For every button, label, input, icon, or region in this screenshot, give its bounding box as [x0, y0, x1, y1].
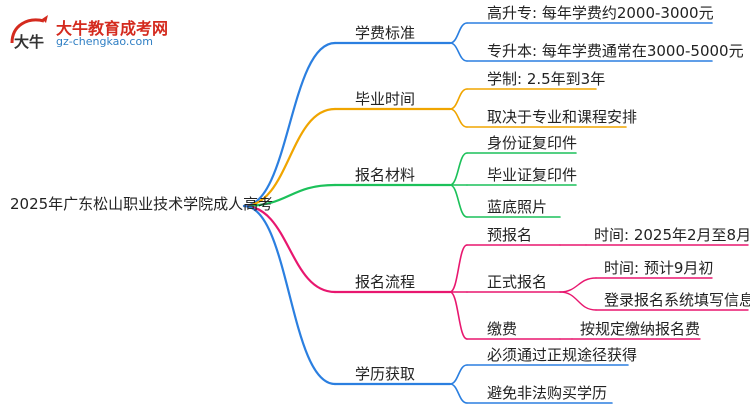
leaf-connector	[449, 244, 468, 293]
branch-label: 报名流程	[355, 273, 416, 291]
branch-label: 学费标准	[355, 24, 416, 42]
leaf-label: 蓝底照片	[487, 198, 548, 216]
leaf-connector	[449, 184, 468, 218]
mindmap-root: 2025年广东松山职业技术学院成人高考	[10, 195, 274, 213]
logo-title: 大牛教育成考网	[56, 19, 169, 38]
leaf-connector	[449, 108, 468, 128]
subleaf-connector	[559, 291, 597, 311]
branch-label: 报名材料	[355, 166, 416, 184]
logo-mark-text: 大牛	[14, 33, 44, 51]
subleaf-label: 时间: 预计9月初	[604, 259, 714, 277]
leaf-label: 毕业证复印件	[487, 166, 578, 184]
leaf-label: 专升本: 每年学费通常在3000-5000元	[487, 42, 744, 60]
leaf-label: 必须通过正规途径获得	[487, 346, 638, 364]
branch-connector	[242, 204, 337, 294]
leaf-label: 避免非法购买学历	[487, 384, 608, 402]
subleaf-label: 登录报名系统填写信息	[604, 291, 750, 309]
branch-label: 学历获取	[355, 365, 416, 383]
branch-connector	[242, 107, 337, 208]
branch-connector	[242, 41, 337, 208]
site-logo[interactable]: 大牛 大牛教育成考网 gz-chengkao.com	[8, 13, 168, 55]
leaf-label: 身份证复印件	[487, 134, 578, 152]
leaf-connector	[449, 88, 468, 110]
leaf-connector	[449, 364, 468, 385]
bull-logo-icon: 大牛	[10, 15, 48, 51]
branch-connector	[242, 204, 337, 386]
leaf-label: 预报名	[487, 226, 533, 244]
leaf-label: 正式报名	[487, 273, 548, 291]
subleaf-label: 时间: 2025年2月至8月	[594, 226, 750, 244]
subleaf-connector	[559, 277, 597, 293]
subleaf-label: 按规定缴纳报名费	[580, 320, 701, 338]
leaf-label: 高升专: 每年学费约2000-3000元	[487, 4, 714, 22]
branch-label: 毕业时间	[355, 90, 416, 108]
leaf-label: 取决于专业和课程安排	[487, 108, 638, 126]
leaf-connector	[449, 22, 468, 44]
leaf-connector	[449, 152, 468, 186]
branch-connector	[242, 183, 337, 208]
leaf-connector	[449, 42, 468, 62]
logo-url: gz-chengkao.com	[56, 35, 153, 48]
leaf-connector	[449, 383, 468, 404]
leaf-label: 缴费	[487, 320, 518, 338]
leaf-label: 学制: 2.5年到3年	[487, 70, 606, 88]
leaf-connector	[449, 291, 468, 340]
